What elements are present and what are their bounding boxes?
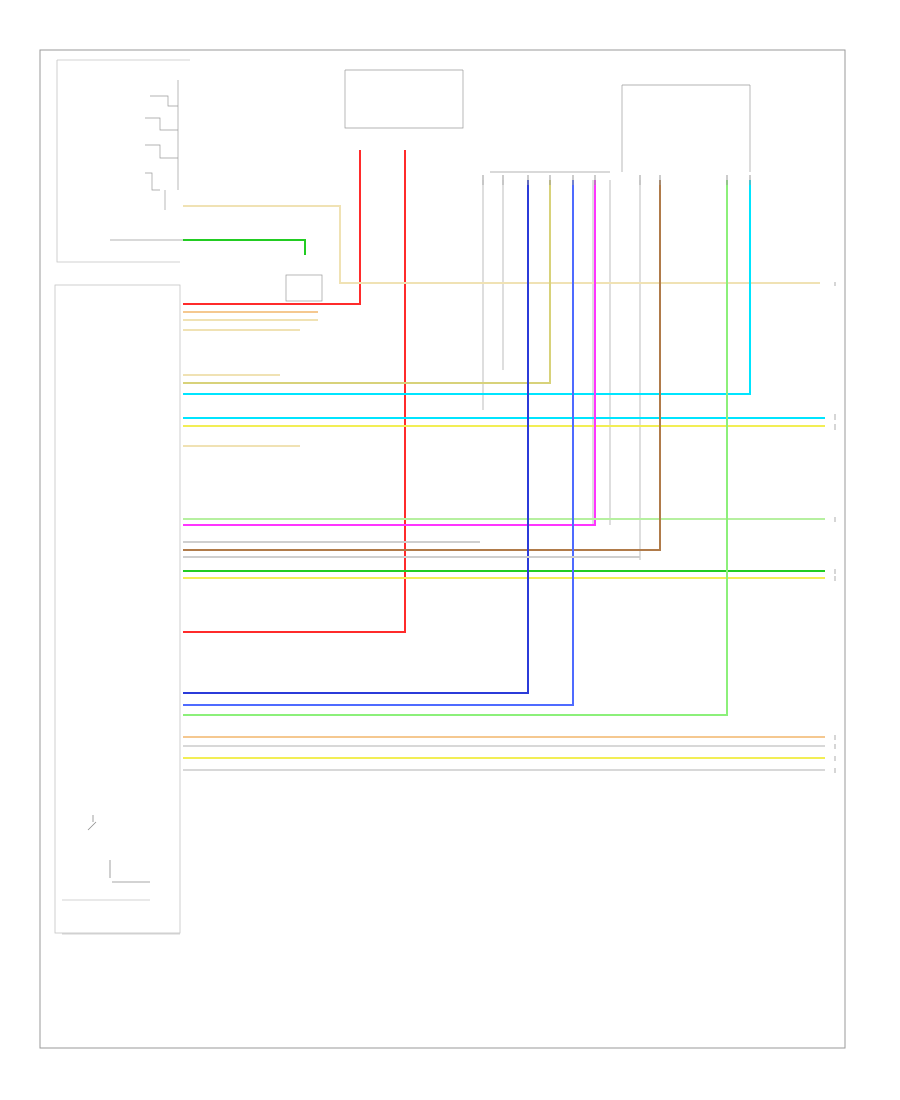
connector-stubs — [482, 180, 641, 560]
diagram-frame — [39, 49, 846, 1049]
wire-khaki — [183, 180, 551, 384]
switch-stack — [110, 80, 200, 241]
wire-brown — [183, 180, 661, 551]
top-components — [285, 69, 751, 302]
wire-blue-2 — [183, 180, 574, 706]
instrument-panel-cluster — [54, 59, 190, 935]
top-connector-ticks — [482, 175, 751, 185]
wire-lightgreen-vert — [183, 180, 728, 716]
wire-red-1 — [183, 150, 361, 305]
wire-red-2 — [183, 150, 406, 633]
wire-beige-top — [183, 205, 820, 284]
ground-symbol — [87, 815, 150, 883]
wire-cyan-1 — [183, 180, 751, 395]
wire-magenta — [183, 180, 596, 526]
wire-blue-1 — [183, 180, 529, 694]
wire-green-top — [183, 239, 306, 255]
wires — [183, 150, 825, 771]
